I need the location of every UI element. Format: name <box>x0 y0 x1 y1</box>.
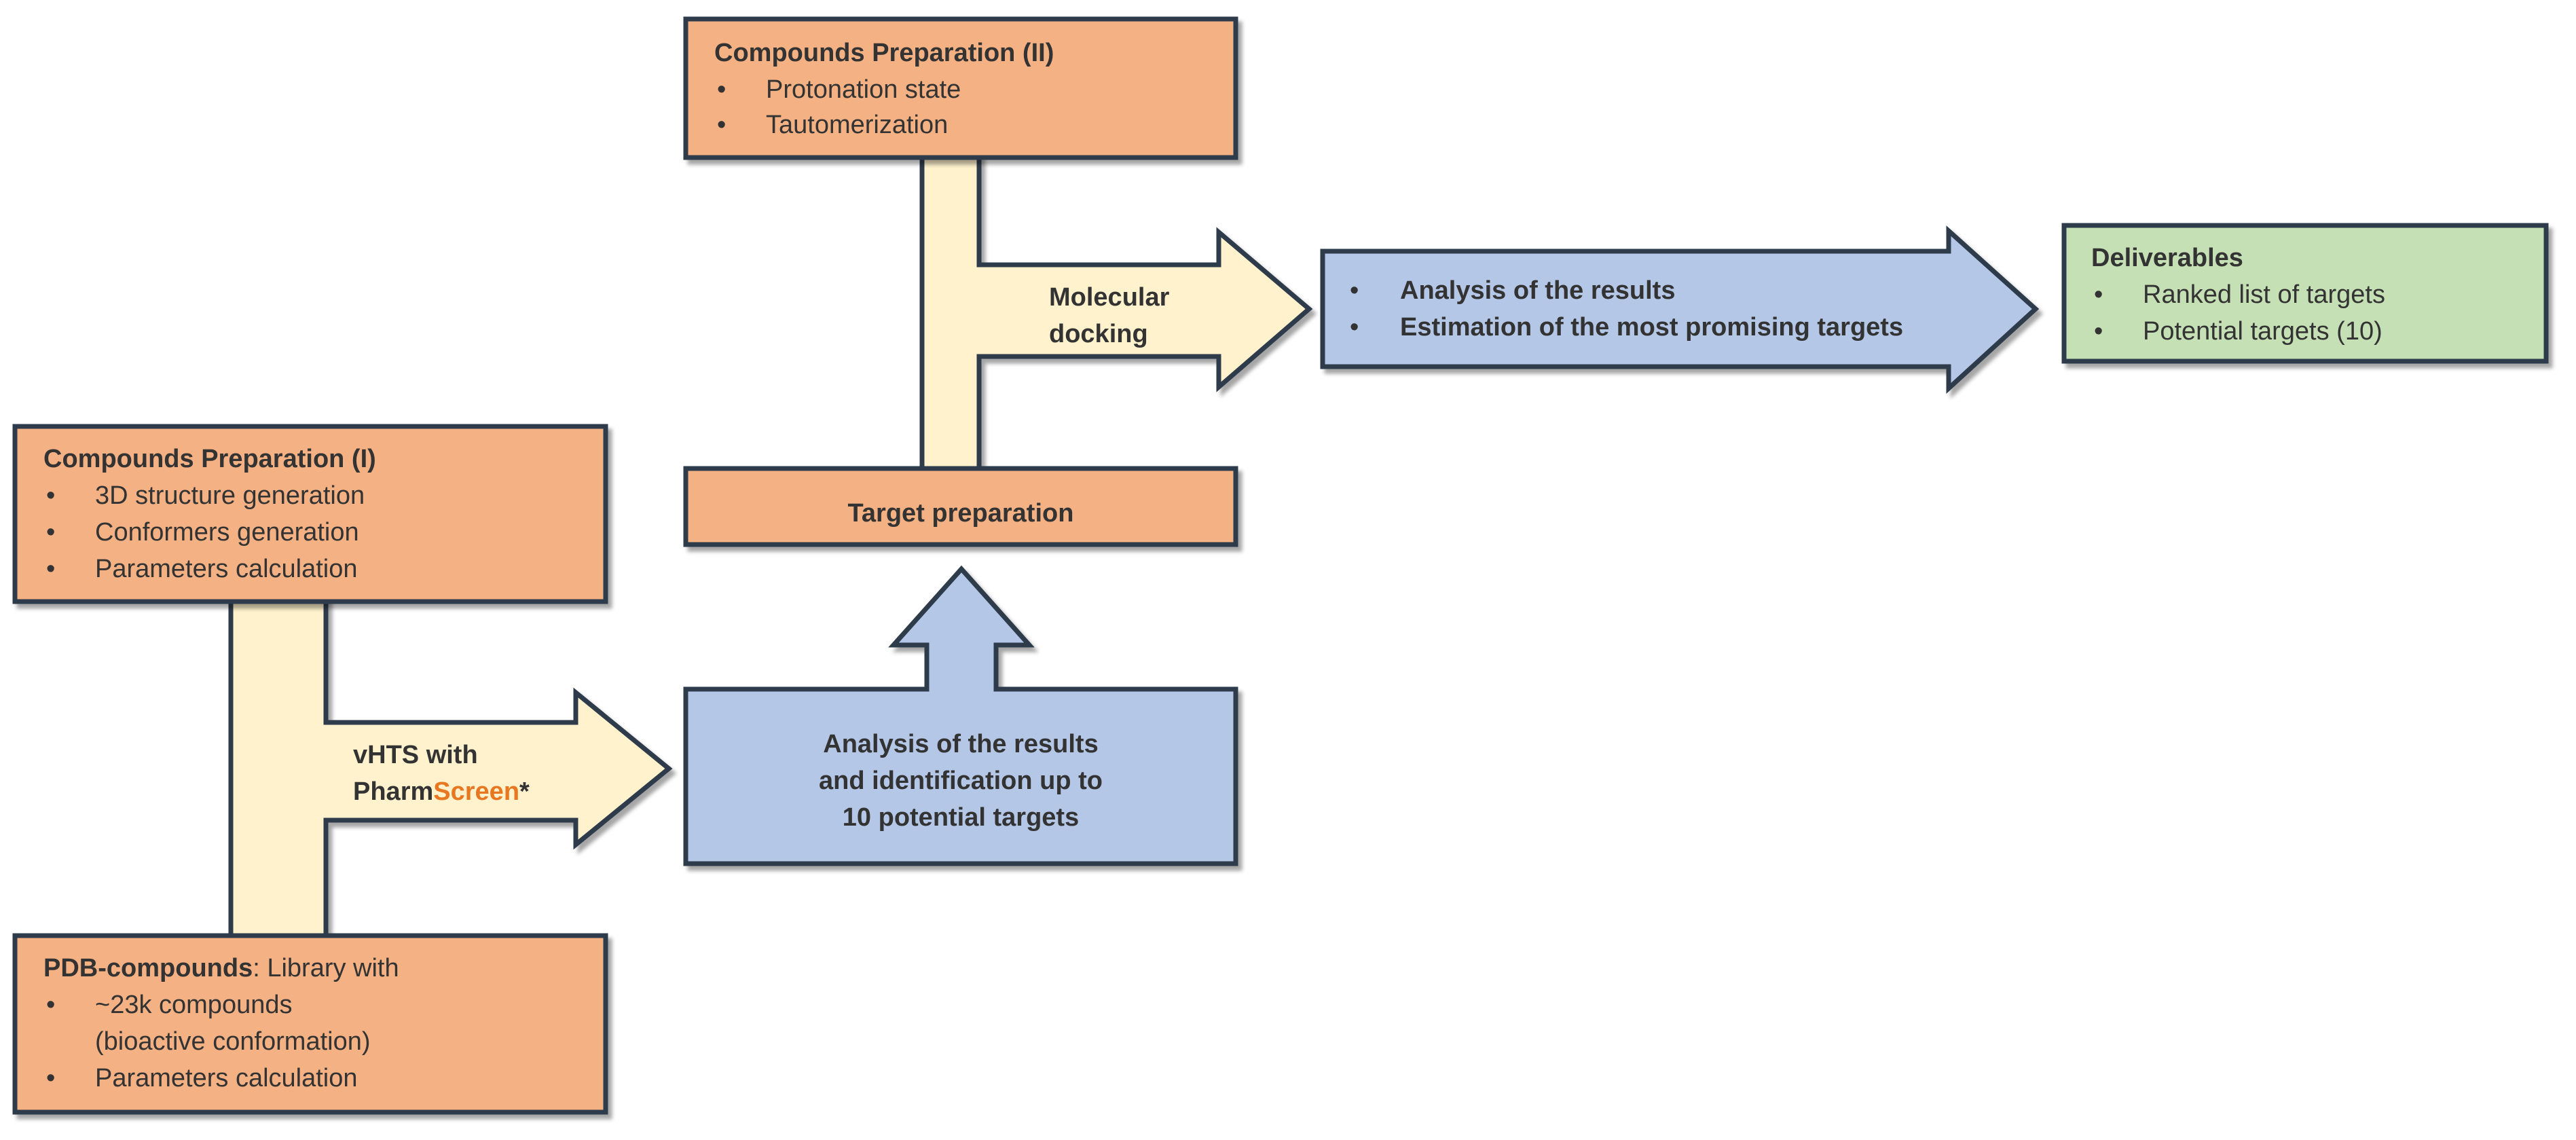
vhts-label-suffix: * <box>519 777 530 806</box>
bullet-icon: • <box>1350 276 1359 305</box>
target-preparation-label: Target preparation <box>848 499 1074 528</box>
analysis-results-item: Estimation of the most promising targets <box>1400 313 1903 342</box>
compounds-prep-2-box <box>683 16 1238 160</box>
vhts-label-prefix: Pharm <box>353 777 433 806</box>
vhts-label-line1: vHTS with <box>353 741 478 769</box>
analysis-identification-box <box>683 565 1238 866</box>
deliverables-item: Ranked list of targets <box>2143 280 2385 309</box>
deliverables-title: Deliverables <box>2091 244 2243 272</box>
pdb-compounds-item: ~23k compounds <box>95 991 292 1019</box>
compounds-prep-2-item: Tautomerization <box>766 111 948 139</box>
compounds-prep-1-item: 3D structure generation <box>95 481 365 510</box>
bullet-icon: • <box>717 111 726 139</box>
bullet-icon: • <box>46 481 55 510</box>
target-preparation-box <box>683 466 1238 547</box>
analysis-identification-line: 10 potential targets <box>843 803 1079 832</box>
pdb-compounds-box <box>12 933 608 1115</box>
bullet-icon: • <box>46 1064 55 1092</box>
deliverables-item: Potential targets (10) <box>2143 317 2382 346</box>
bullet-icon: • <box>2094 317 2103 346</box>
bullet-icon: • <box>46 518 55 547</box>
compounds-prep-1-box <box>12 424 608 604</box>
analysis-identification-line: Analysis of the results <box>823 730 1098 758</box>
docking-label-line1: Molecular <box>1049 283 1170 312</box>
bullet-icon: • <box>46 991 55 1019</box>
docking-connector-arrow <box>919 153 1313 475</box>
bullet-icon: • <box>717 75 726 104</box>
analysis-results-arrow <box>1320 225 2040 394</box>
vhts-label-line2: PharmScreen* <box>353 777 530 806</box>
analysis-results-item: Analysis of the results <box>1400 276 1675 305</box>
compounds-prep-1-item: Conformers generation <box>95 518 359 547</box>
pdb-compounds-title-bold: PDB-compounds <box>43 954 253 982</box>
vhts-label-accent: Screen <box>433 777 519 806</box>
compounds-prep-1-item: Parameters calculation <box>95 555 358 583</box>
compounds-prep-2-item: Protonation state <box>766 75 961 104</box>
bullet-icon: • <box>2094 280 2103 309</box>
pdb-compounds-item: (bioactive conformation) <box>95 1027 371 1056</box>
docking-label-line2: docking <box>1049 320 1148 348</box>
pdb-compounds-title-rest: : Library with <box>253 954 399 982</box>
compounds-prep-2-title: Compounds Preparation (II) <box>714 39 1054 67</box>
pdb-compounds-title: PDB-compounds: Library with <box>43 954 399 982</box>
compounds-prep-1-title: Compounds Preparation (I) <box>43 445 376 473</box>
bullet-icon: • <box>1350 313 1359 342</box>
deliverables-box <box>2061 223 2549 364</box>
pdb-compounds-item: Parameters calculation <box>95 1064 358 1092</box>
analysis-identification-line: and identification up to <box>819 767 1103 795</box>
bullet-icon: • <box>46 555 55 583</box>
